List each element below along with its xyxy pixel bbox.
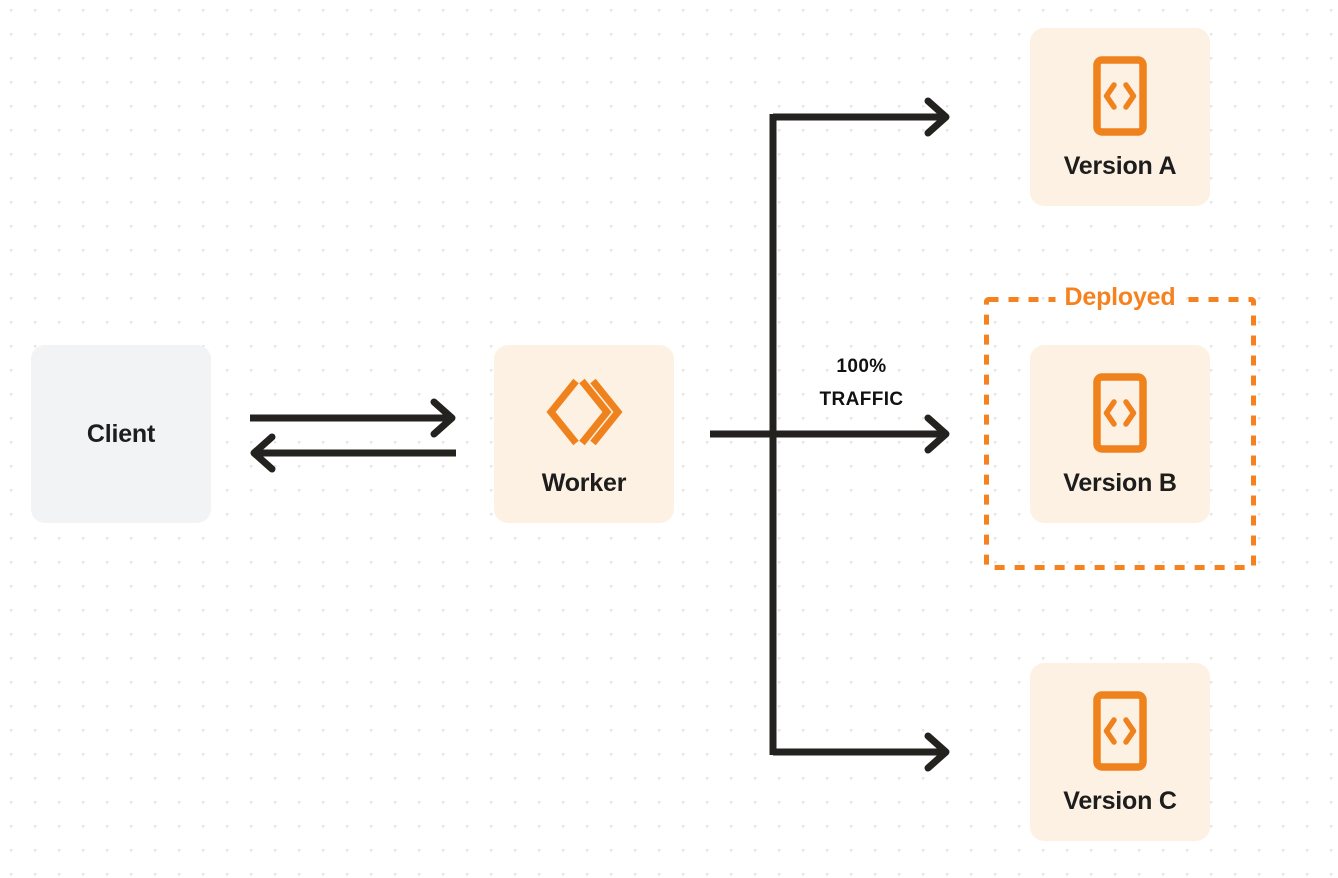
node-worker[interactable]: Worker [494,345,674,523]
traffic-label: 100% TRAFFIC [789,350,934,416]
connector-worker-to-client [250,433,456,473]
deployed-frame-label: Deployed [1055,281,1185,313]
code-file-icon [1093,55,1147,136]
connector-client-to-worker [250,398,456,438]
node-version-c[interactable]: Version C [1030,663,1210,841]
code-file-icon [1093,372,1147,453]
cloudflare-workers-logo-icon [545,373,623,451]
node-version-a-label: Version A [1063,151,1177,180]
code-file-icon [1093,690,1147,771]
node-version-a[interactable]: Version A [1030,28,1210,206]
node-client[interactable]: Client [31,345,211,523]
node-client-label: Client [86,419,156,448]
node-worker-label: Worker [541,468,627,497]
deployed-frame-border [984,297,1256,570]
node-version-b-label: Version B [1063,468,1177,497]
traffic-unit: TRAFFIC [819,389,904,410]
deployed-frame: Deployed [984,281,1256,570]
connector-worker-to-versions [710,97,950,772]
node-version-b[interactable]: Version B [1030,345,1210,523]
node-version-c-label: Version C [1063,786,1177,815]
traffic-percent: 100% [836,356,887,377]
